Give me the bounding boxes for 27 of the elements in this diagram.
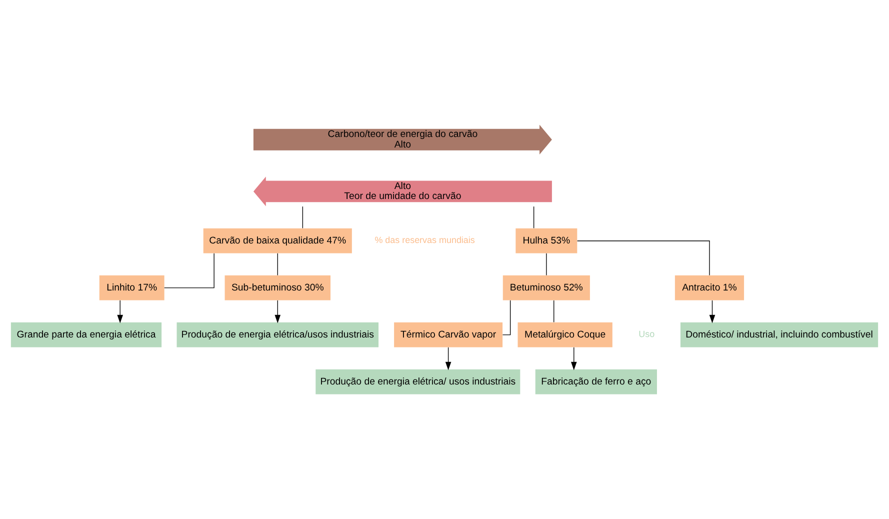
connector	[502, 300, 511, 336]
node-box: Hulha 53%	[516, 228, 578, 254]
node-box: Doméstico/ industrial, incluindo combustível	[680, 322, 878, 348]
node-box: Carvão de baixa qualidade 47%	[203, 228, 352, 254]
connector	[533, 206, 534, 229]
node-box: Fabricação de ferro e aço	[535, 369, 657, 394]
connector	[277, 253, 278, 276]
node-box: Grande parte da energia elétrica	[10, 322, 162, 348]
arrow	[570, 347, 577, 370]
node-box: Linhito 17%	[99, 275, 164, 300]
connector	[164, 253, 214, 288]
arrow	[709, 300, 716, 324]
node-box: Produção de energia elétrica/usos industriais	[176, 322, 379, 348]
connector	[576, 240, 710, 276]
arrow	[274, 300, 281, 324]
connector	[546, 253, 547, 276]
arrow	[117, 300, 123, 324]
node-box: Metalúrgico Coque	[518, 322, 612, 348]
node-box: Sub-betuminoso 30%	[224, 275, 330, 300]
node-box: Térmico Carvão vapor	[394, 322, 503, 348]
node-box: Betuminoso 52%	[502, 275, 590, 300]
connector	[302, 206, 304, 229]
label: Uso	[638, 329, 655, 340]
node-box: Produção de energia elétrica/ usos industriais	[316, 369, 520, 394]
label: % das reservas mundiais	[374, 235, 475, 246]
arrow	[445, 347, 452, 370]
node-box: Antracito 1%	[674, 275, 744, 300]
